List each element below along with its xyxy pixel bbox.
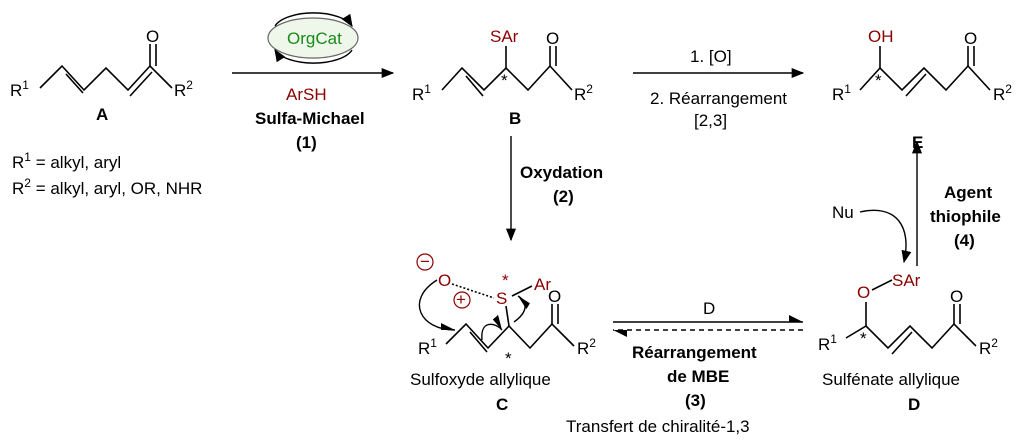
b-sar: SAr <box>490 27 519 46</box>
svg-text:R1: R1 <box>412 82 431 104</box>
d-label: D <box>908 395 920 414</box>
r1-definition: R1 = alkyl, aryl <box>12 150 121 172</box>
step-2-name: Oxydation <box>520 163 603 182</box>
a-r2: R <box>174 81 186 100</box>
c-curved-arrow-2 <box>481 314 503 341</box>
d-oxygen: O <box>857 283 870 302</box>
b-stereo: * <box>501 71 508 90</box>
a-backbone <box>39 64 173 92</box>
b-e-line3: [2,3] <box>694 111 727 130</box>
svg-text:R2: R2 <box>574 82 593 104</box>
a-double-bond-2 <box>129 71 153 97</box>
b-double-bond <box>465 75 484 97</box>
svg-text:O: O <box>546 29 559 48</box>
compound-d: O SAr R1 * O R2 Sulfénate allylique D <box>818 271 998 414</box>
svg-text:+: + <box>456 290 466 309</box>
step-2: Oxydation (2) <box>505 136 603 242</box>
a-oxygen: O <box>146 27 159 46</box>
svg-text:R2: R2 <box>993 82 1012 104</box>
svg-text:O: O <box>964 29 977 48</box>
svg-text:R1: R1 <box>818 332 837 354</box>
step-4: Agent thiophile (4) Nu <box>832 140 1001 266</box>
step-1: OrgCat ArSH Sulfa-Michael (1) <box>232 12 395 152</box>
catalyst-cycle-bottom <box>274 48 353 64</box>
c-backbone <box>445 322 575 350</box>
e-hydroxyl: OH <box>868 27 894 46</box>
svg-text:*: * <box>505 349 512 368</box>
c-s-ar-bond <box>511 285 533 297</box>
step-4-name1: Agent <box>944 183 993 202</box>
c-c-s-bond <box>505 305 510 327</box>
a-r1: R <box>10 81 22 100</box>
step-4-number: (4) <box>954 231 975 250</box>
catalyst-ellipse <box>267 17 359 59</box>
svg-text:−: − <box>420 252 430 271</box>
d-name: Sulfénate allylique <box>822 370 960 389</box>
svg-text:*: * <box>860 329 867 348</box>
e-double-bond <box>905 73 927 97</box>
step-1-name: Sulfa-Michael <box>255 109 365 128</box>
c-plus-charge <box>453 291 471 309</box>
svg-text:R1: R1 <box>10 78 29 100</box>
step-3: D Réarrangement de MBE (3) Transfert de … <box>566 299 803 436</box>
c-sulfur: S <box>496 289 507 308</box>
b-e-line1: 1. [O] <box>690 47 732 66</box>
step-3-number: (3) <box>685 391 706 410</box>
svg-text:R2: R2 <box>174 78 193 100</box>
d-sar: SAr <box>892 271 921 290</box>
a-r2-sup: 2 <box>186 78 193 92</box>
catalyst-cycle-top <box>274 12 353 28</box>
d-double-bond <box>891 331 913 355</box>
thiol-reagent: ArSH <box>286 85 327 104</box>
d-o-s-bond <box>871 279 893 291</box>
step-4-name2: thiophile <box>930 207 1001 226</box>
step-3-reagent: D <box>703 299 715 318</box>
compound-e: R1 OH * O R2 E <box>832 27 1012 152</box>
c-label: C <box>496 395 508 414</box>
step-3-note: Transfert de chiralité-1,3 <box>566 417 750 436</box>
svg-text:*: * <box>875 71 882 90</box>
compound-a: R1 O R2 A <box>10 27 193 124</box>
svg-text:R1: R1 <box>832 82 851 104</box>
compound-b: R1 SAr * O R2 B <box>412 27 593 128</box>
nucleophile: Nu <box>832 203 854 222</box>
c-aryl: Ar <box>534 275 551 294</box>
c-name: Sulfoxyde allylique <box>410 370 551 389</box>
svg-text:*: * <box>502 271 509 290</box>
a-label: A <box>96 105 108 124</box>
svg-text:R2: R2 <box>577 336 596 358</box>
a-double-bond-1 <box>65 73 84 94</box>
a-r1-sup: 1 <box>22 78 29 92</box>
step-1-number: (1) <box>296 133 317 152</box>
svg-text:R1: R1 <box>418 336 437 358</box>
compound-c: − O + S * Ar R1 O R2 * Sulfoxyde allyliq… <box>410 252 596 414</box>
c-minus-charge <box>416 253 434 271</box>
catalyst-label: OrgCat <box>287 29 342 48</box>
nu-attack-arrow <box>859 209 912 264</box>
b-label: B <box>509 109 521 128</box>
r2-definition: R2 = alkyl, aryl, OR, NHR <box>12 176 202 198</box>
c-double-bond <box>469 331 488 353</box>
step-b-to-e: 1. [O] 2. Réarrangement [2,3] <box>633 47 805 130</box>
b-e-line2: 2. Réarrangement <box>650 89 787 108</box>
svg-text:O: O <box>548 287 561 306</box>
step-2-number: (2) <box>553 187 574 206</box>
step-3-name1: Réarrangement <box>632 343 757 362</box>
step-3-name2: de MBE <box>667 367 729 386</box>
svg-text:O: O <box>950 287 963 306</box>
c-curved-arrow-1 <box>418 279 456 331</box>
svg-text:R2: R2 <box>979 336 998 358</box>
c-sulfoxide-oxygen: O <box>438 271 451 290</box>
c-curved-arrow-3 <box>513 295 530 323</box>
c-s-o-bond <box>451 283 495 299</box>
